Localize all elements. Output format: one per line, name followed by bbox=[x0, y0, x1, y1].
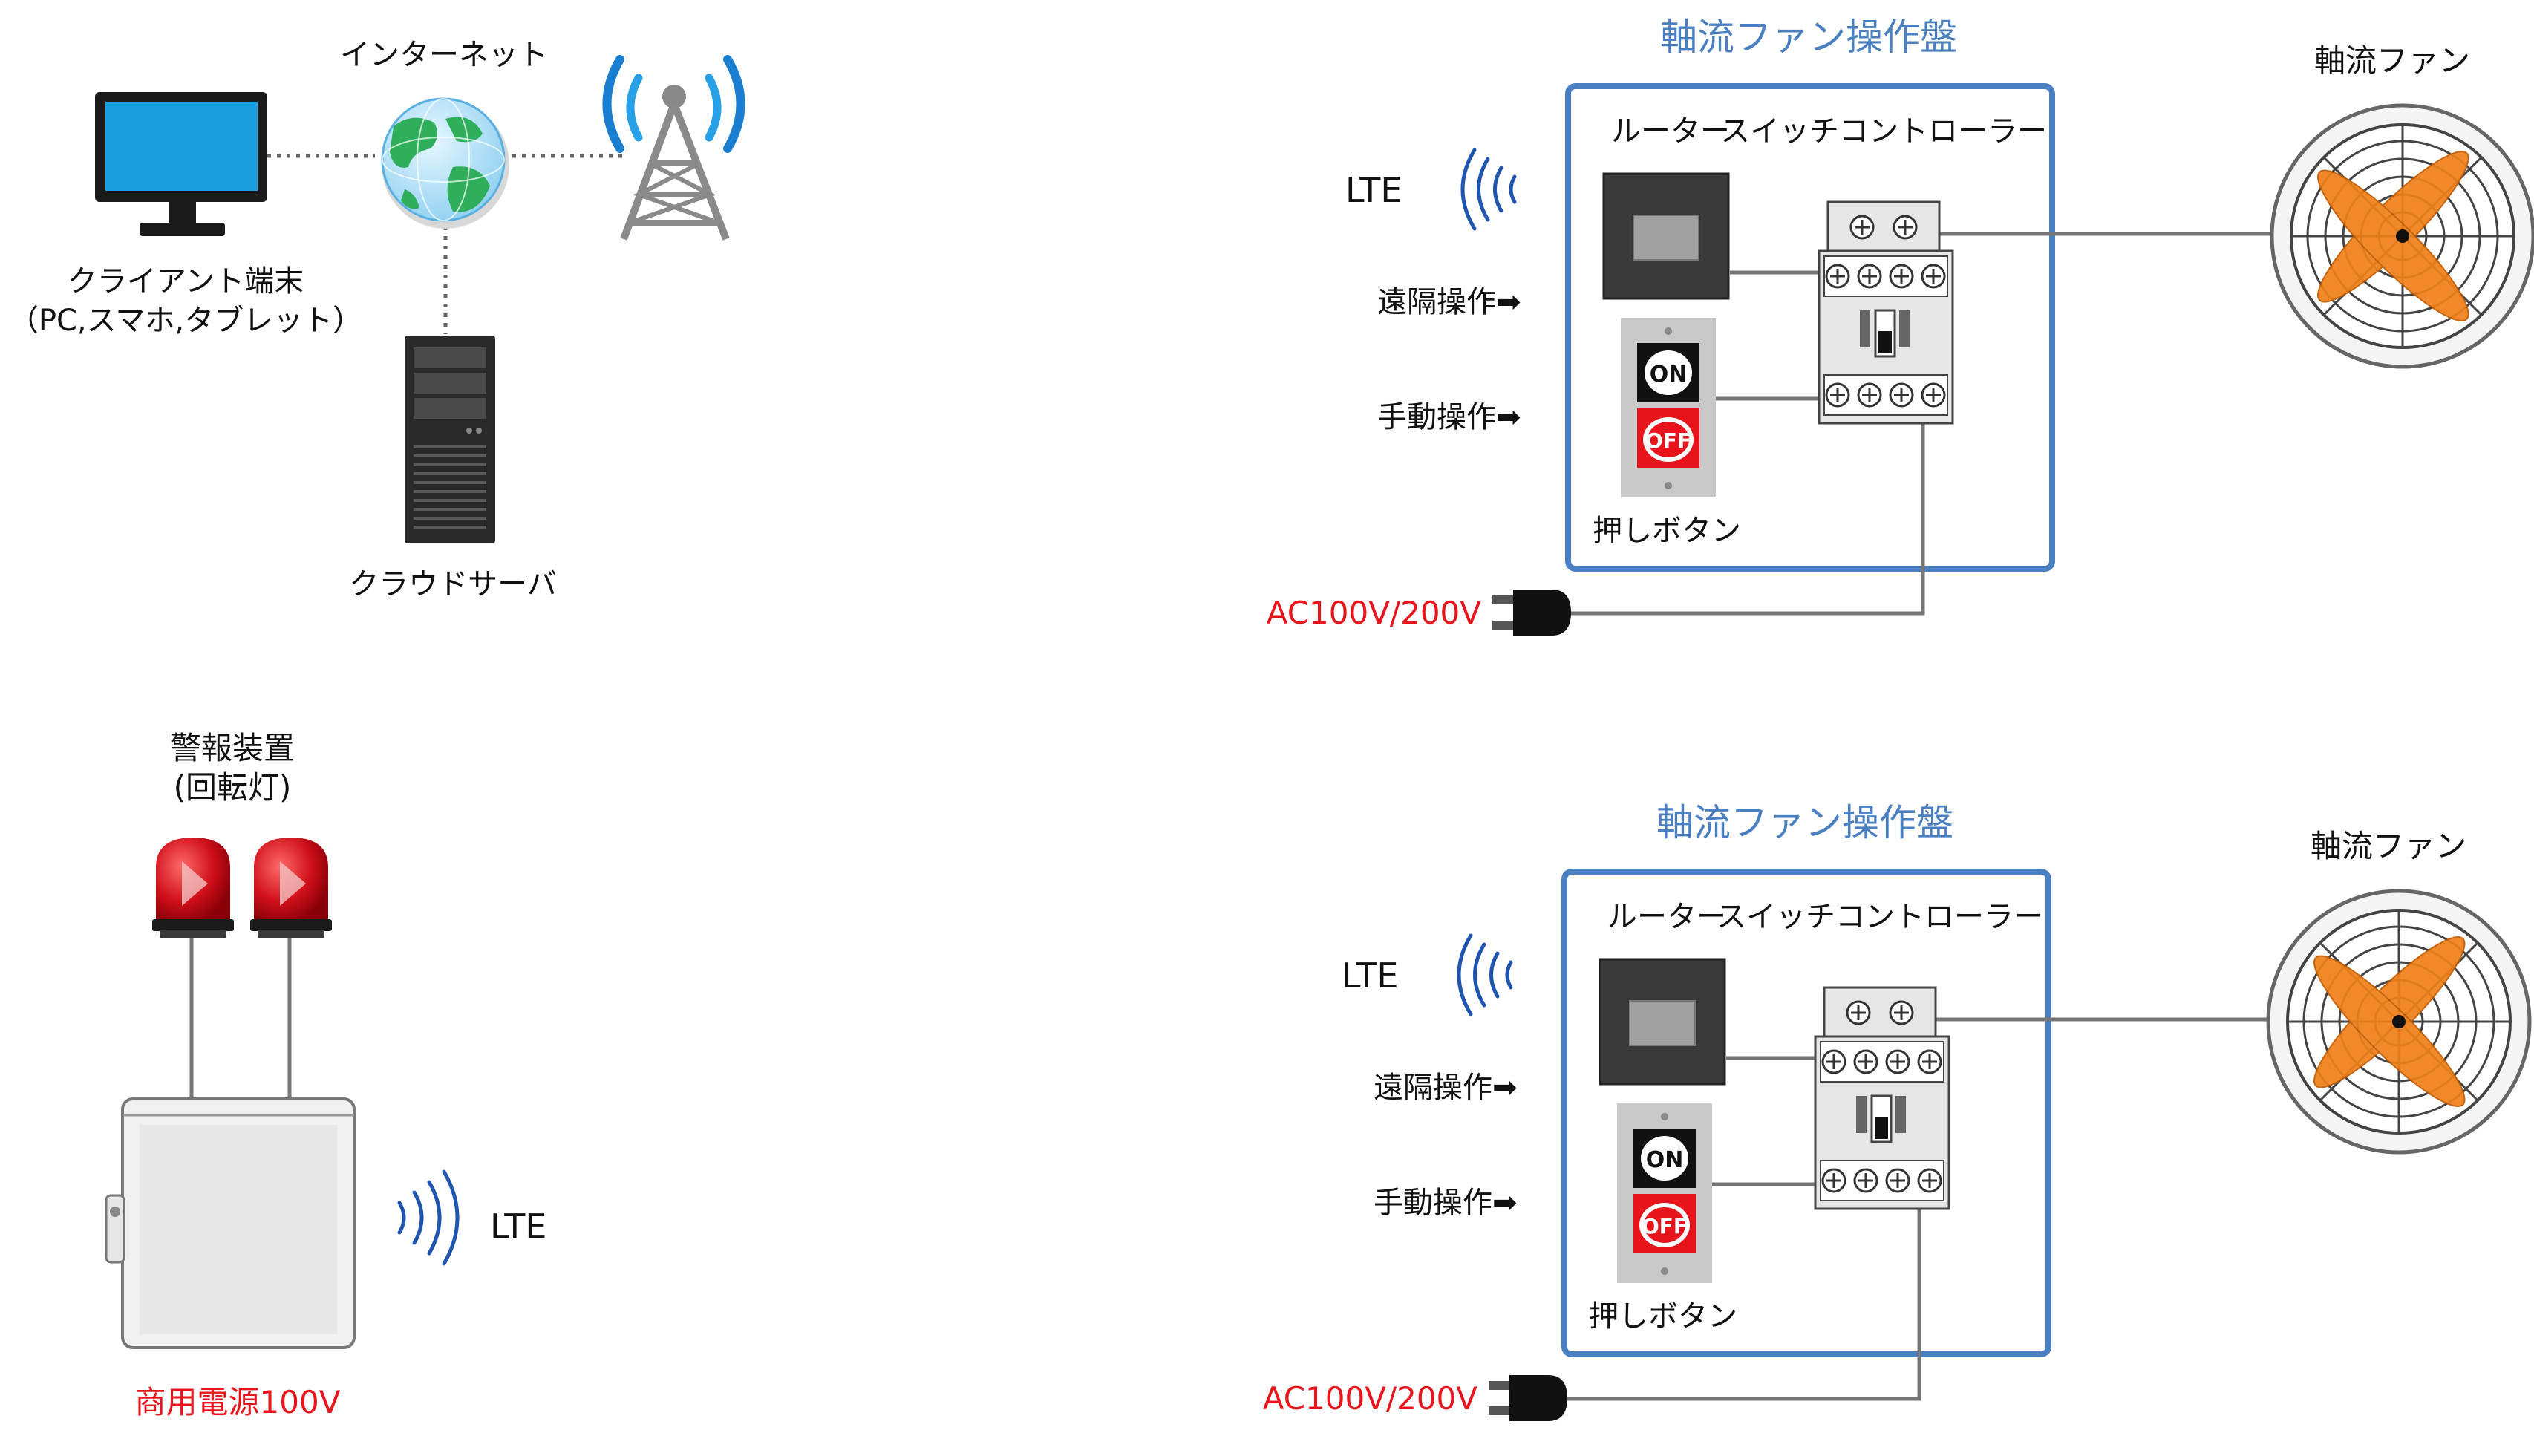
rotating-lamp-right-icon bbox=[250, 838, 332, 938]
axial-fan-icon bbox=[2266, 889, 2532, 1155]
ac-label: AC100V/200V bbox=[1267, 595, 1482, 631]
router-icon bbox=[1599, 958, 1726, 1086]
globe-icon bbox=[381, 97, 509, 229]
fan-label: 軸流ファン bbox=[2311, 828, 2466, 864]
alarm-control-box bbox=[105, 1097, 356, 1349]
power-label: 商用電源100V bbox=[135, 1384, 341, 1420]
panel-frame bbox=[1561, 869, 2051, 1357]
network-section: クライアント端末 （PC,スマホ,タブレット） インターネット bbox=[9, 38, 745, 601]
server-icon bbox=[405, 336, 495, 543]
off-label: OFF bbox=[1645, 428, 1691, 453]
lte-signal-icon bbox=[1457, 933, 1513, 1016]
ac-label: AC100V/200V bbox=[1263, 1380, 1478, 1417]
fan-panel-top: 軸流ファン操作盤 ルーター スイッチコントローラー bbox=[1267, 16, 2534, 636]
router-label: ルーター bbox=[1611, 114, 1730, 148]
on-label: ON bbox=[1650, 362, 1688, 388]
router-label: ルーター bbox=[1607, 900, 1726, 934]
push-button-icon bbox=[1621, 318, 1716, 497]
monitor-icon bbox=[95, 92, 267, 236]
alarm-title-1: 警報装置 bbox=[170, 730, 295, 766]
panel-title: 軸流ファン操作盤 bbox=[1660, 16, 1957, 59]
fan-label: 軸流ファン bbox=[2314, 42, 2470, 79]
push-button-icon bbox=[1617, 1103, 1712, 1283]
alarm-section: 警報装置 (回転灯) bbox=[105, 730, 546, 1420]
controller-label: スイッチコントローラー bbox=[1717, 900, 2043, 934]
panel-title: 軸流ファン操作盤 bbox=[1656, 801, 1953, 844]
alarm-lte-label: LTE bbox=[490, 1207, 546, 1247]
lte-signal-icon bbox=[1460, 148, 1517, 231]
lte-label: LTE bbox=[1342, 956, 1398, 996]
on-label: ON bbox=[1646, 1147, 1684, 1173]
lte-signal-icon bbox=[397, 1169, 460, 1266]
remote-label: 遠隔操作➡ bbox=[1374, 1071, 1518, 1105]
antenna-tower-icon bbox=[602, 55, 745, 241]
alarm-title-2: (回転灯) bbox=[174, 769, 292, 806]
power-plug-icon bbox=[1489, 1375, 1567, 1421]
remote-label: 遠隔操作➡ bbox=[1377, 285, 1521, 319]
internet-label: インターネット bbox=[340, 38, 548, 72]
switch-controller-icon bbox=[1818, 200, 1954, 425]
router-icon bbox=[1602, 172, 1730, 300]
power-plug-icon bbox=[1492, 590, 1571, 636]
pushbutton-label: 押しボタン bbox=[1589, 1299, 1737, 1333]
axial-fan-icon bbox=[2270, 103, 2534, 369]
client-label-2: （PC,スマホ,タブレット） bbox=[9, 304, 362, 338]
off-label: OFF bbox=[1642, 1214, 1688, 1238]
controller-label: スイッチコントローラー bbox=[1720, 114, 2047, 148]
switch-controller-icon bbox=[1814, 986, 1950, 1210]
server-label: クラウドサーバ bbox=[349, 567, 557, 601]
lte-label: LTE bbox=[1345, 170, 1402, 210]
fan-panel-bottom: 軸流ファン操作盤 ルーター スイッチコントローラー bbox=[1263, 801, 2532, 1421]
manual-label: 手動操作➡ bbox=[1377, 400, 1521, 434]
pushbutton-label: 押しボタン bbox=[1593, 514, 1741, 548]
client-label-1: クライアント端末 bbox=[68, 264, 304, 298]
manual-label: 手動操作➡ bbox=[1374, 1186, 1518, 1220]
panel-frame bbox=[1565, 83, 2055, 572]
rotating-lamp-left-icon bbox=[152, 838, 234, 938]
